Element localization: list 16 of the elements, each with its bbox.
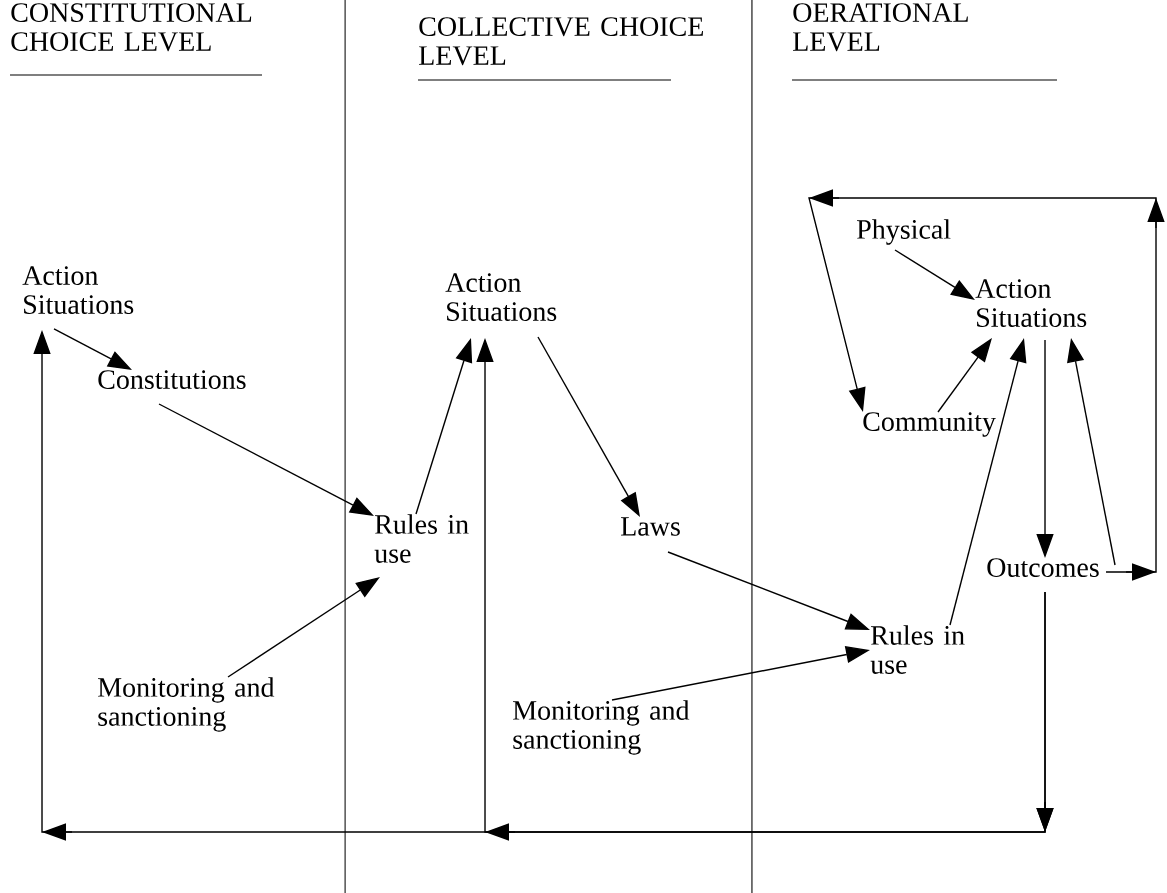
node-label: Outcomes bbox=[987, 558, 1099, 577]
node-label: Rules in use bbox=[374, 514, 469, 563]
node-label: Physical bbox=[857, 219, 951, 245]
node-label: Action Situations bbox=[22, 266, 134, 314]
node-label: Monitoring and sanctioning bbox=[513, 700, 690, 755]
node-label: Community bbox=[863, 412, 996, 437]
node-label: Monitoring and sanctioning bbox=[98, 677, 275, 732]
node-label: Action Situations bbox=[445, 273, 557, 321]
level-heading: COLLECTIVE CHOICE LEVEL bbox=[419, 17, 703, 66]
level-heading: CONSTITUTIONAL CHOICE LEVEL bbox=[11, 3, 252, 52]
node-label: Laws bbox=[621, 517, 680, 536]
node-label: Rules in use bbox=[870, 625, 965, 674]
arrow bbox=[808, 189, 1165, 581]
node-label: Action Situations bbox=[975, 279, 1087, 327]
level-heading: OERATIONAL LEVEL bbox=[793, 3, 968, 52]
node-label: Constitutions bbox=[98, 370, 246, 389]
